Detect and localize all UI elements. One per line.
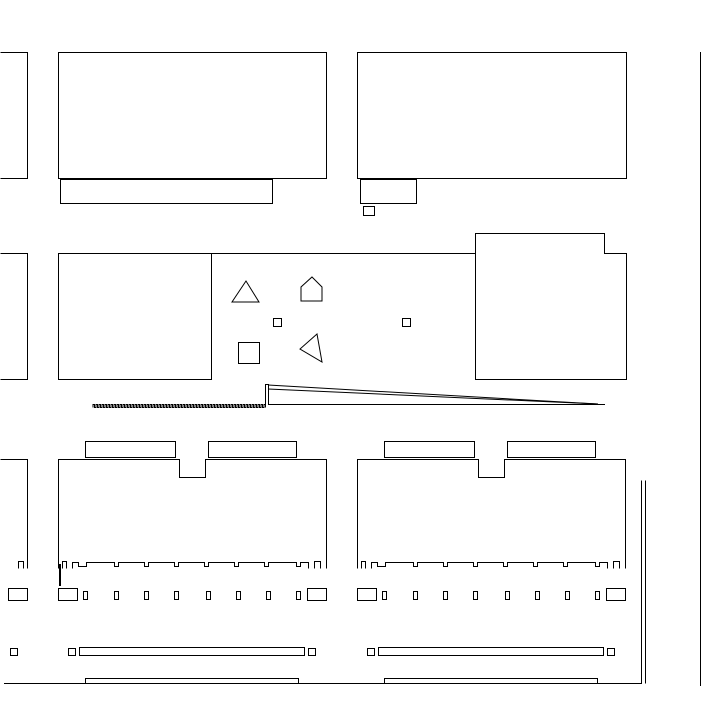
middle-left-partial-panel bbox=[1, 254, 28, 380]
unit-rail-dot-left bbox=[69, 649, 76, 656]
comb-ramp bbox=[93, 385, 605, 408]
small-square-right bbox=[403, 319, 411, 327]
middle-right-notched-box bbox=[476, 234, 627, 380]
unit-pad-right bbox=[308, 589, 327, 601]
ramp-lower-line bbox=[268, 389, 598, 404]
unit-pin bbox=[297, 592, 301, 600]
unit-top-plate-left bbox=[86, 442, 176, 458]
unit-rail-dot-left bbox=[368, 649, 375, 656]
unit-pin bbox=[383, 592, 387, 600]
comb-teeth bbox=[93, 405, 266, 408]
unit-rail-dot-right bbox=[309, 649, 316, 656]
unit-outline bbox=[358, 460, 626, 569]
top-panel-b bbox=[358, 53, 627, 179]
bottom-row bbox=[1, 52, 701, 686]
small-square-left bbox=[274, 319, 282, 327]
unit-bottom-serration bbox=[362, 562, 620, 569]
bottom-unit-a bbox=[59, 442, 327, 684]
middle-left-box bbox=[59, 254, 212, 380]
bottom-unit-b bbox=[358, 442, 626, 684]
unit-pin bbox=[237, 592, 241, 600]
bottom-left-partial-pad bbox=[9, 589, 28, 601]
rotated-triangle-shape bbox=[300, 334, 322, 362]
unit-pin bbox=[596, 592, 600, 600]
ramp-step bbox=[266, 385, 269, 408]
ramp-upper-line bbox=[268, 385, 598, 404]
unit-base-plate bbox=[385, 679, 598, 684]
top-panel-b-small-square bbox=[364, 207, 375, 216]
unit-pin bbox=[267, 592, 271, 600]
top-panel-a bbox=[59, 53, 327, 179]
unit-pin bbox=[566, 592, 570, 600]
unit-bottom-serration bbox=[63, 562, 321, 569]
unit-pin bbox=[84, 592, 88, 600]
unit-base-plate bbox=[86, 679, 299, 684]
unit-rail bbox=[80, 648, 305, 656]
unit-outline bbox=[59, 460, 327, 569]
unit-pin bbox=[175, 592, 179, 600]
triangle-shape bbox=[232, 281, 259, 302]
bottom-right-double-line bbox=[642, 481, 646, 684]
unit-pin bbox=[474, 592, 478, 600]
top-left-partial-panel bbox=[1, 53, 28, 179]
unit-pin bbox=[414, 592, 418, 600]
unit-pin bbox=[115, 592, 119, 600]
unit-pin bbox=[145, 592, 149, 600]
unit-pad-left bbox=[59, 589, 78, 601]
unit-pad-left bbox=[358, 589, 377, 601]
unit-pad-right bbox=[607, 589, 626, 601]
unit-top-plate-right bbox=[209, 442, 297, 458]
bottom-left-partial-dot bbox=[11, 649, 18, 656]
unit-pin bbox=[506, 592, 510, 600]
unit-pin bbox=[207, 592, 211, 600]
unit-pin bbox=[536, 592, 540, 600]
unit-top-plate-right bbox=[508, 442, 596, 458]
top-panel-b-tab bbox=[361, 180, 417, 204]
bottom-left-partial-panel bbox=[1, 460, 28, 569]
unit-rail-dot-right bbox=[608, 649, 615, 656]
unit-rail bbox=[379, 648, 604, 656]
unit-pin bbox=[444, 592, 448, 600]
top-panel-a-strip bbox=[61, 180, 273, 204]
top-row bbox=[1, 53, 627, 216]
unit-top-plate-left bbox=[385, 442, 475, 458]
middle-row bbox=[1, 234, 627, 380]
square-shape bbox=[239, 343, 260, 364]
pentagon-shape bbox=[301, 277, 322, 301]
